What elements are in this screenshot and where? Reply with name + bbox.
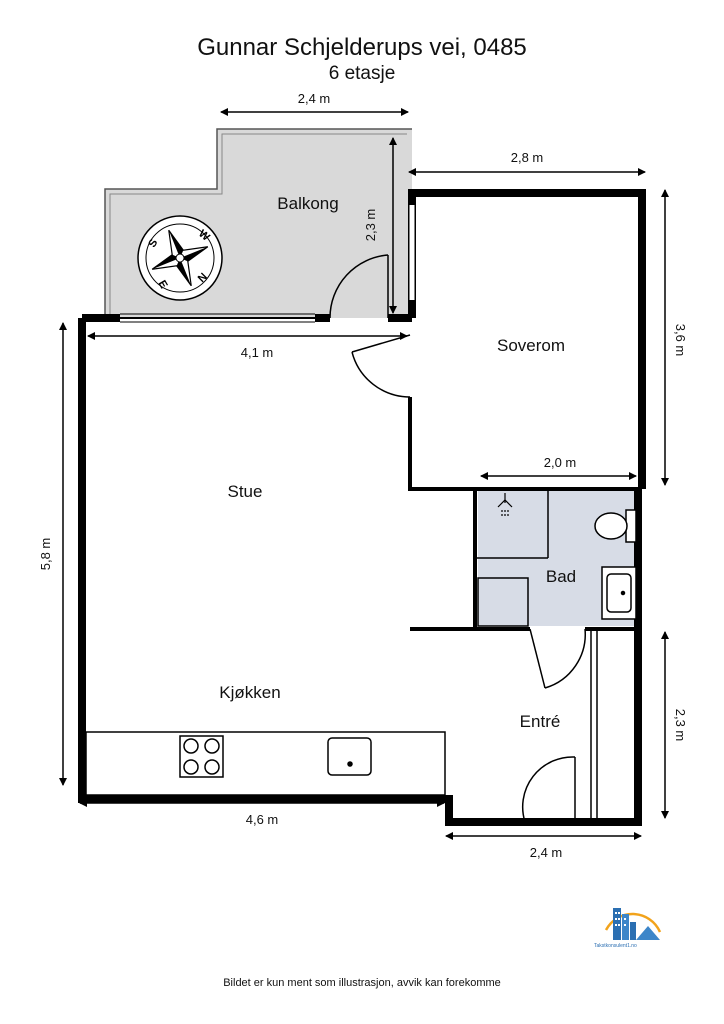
room-label-kjokken: Kjøkken [219, 683, 280, 702]
floor-label: 6 etasje [328, 63, 396, 84]
dim-bedroom-width: 2,8 m [511, 150, 544, 165]
dim-balcony-width: 2,4 m [298, 91, 331, 106]
dim-bath-width: 2,0 m [544, 455, 577, 470]
room-label-bad: Bad [546, 567, 576, 586]
logo-text: Takstkonsulent1.no [594, 943, 637, 949]
dim-entry-depth: 2,3 m [673, 709, 688, 742]
room-label-stue: Stue [228, 482, 263, 501]
room-label-entre: Entré [520, 712, 561, 731]
interior-walls [408, 397, 642, 631]
balcony-railing [104, 128, 412, 318]
compass-icon: S W N E [137, 215, 223, 301]
disclaimer-footer: Bildet er kun ment som illustrasjon, avv… [223, 977, 501, 989]
dimension-lines [59, 108, 669, 840]
kitchen-counter [85, 731, 446, 796]
shower-icon [497, 493, 513, 518]
dim-balcony-depth: 2,3 m [363, 209, 378, 242]
doors [329, 254, 586, 823]
stove-icon [179, 735, 224, 778]
dim-bedroom-depth: 3,6 m [673, 324, 688, 357]
dim-living-width: 4,1 m [241, 345, 274, 360]
room-label-balkong: Balkong [277, 194, 338, 213]
company-logo [604, 908, 662, 940]
walls [78, 189, 646, 826]
dim-living-depth: 5,8 m [38, 538, 53, 571]
sink-icon [327, 737, 372, 776]
address-title: Gunnar Schjelderups vei, 0485 [197, 34, 527, 61]
dim-kitchen-width: 4,6 m [246, 812, 279, 827]
bathroom-fixtures [594, 509, 637, 620]
dim-entry-width: 2,4 m [530, 845, 563, 860]
room-label-soverom: Soverom [497, 336, 565, 355]
